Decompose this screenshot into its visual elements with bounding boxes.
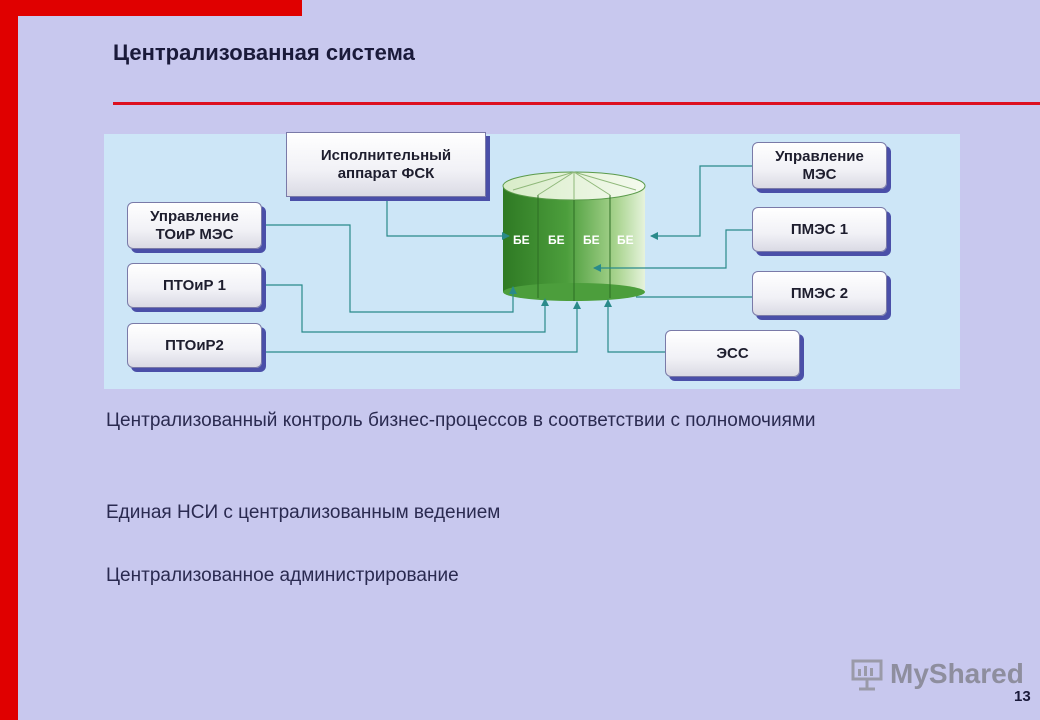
page-number: 13	[1014, 688, 1031, 705]
db-segment-label: БЕ	[583, 233, 600, 247]
node-toir-management[interactable]: Управление ТОиР МЭС	[127, 202, 262, 249]
node-mes-management[interactable]: Управление МЭС	[752, 142, 887, 189]
slide-title: Централизованная система	[113, 40, 415, 65]
node-label: ПМЭС 1	[790, 220, 849, 238]
node-label: ЭСС	[716, 344, 749, 362]
node-ptoir-2[interactable]: ПТОиР2	[127, 323, 262, 368]
node-label: Исполнительный аппарат ФСК	[320, 146, 452, 182]
node-label: ПТОиР 1	[163, 276, 226, 294]
node-label: ПТОиР2	[165, 336, 224, 354]
db-segment-label: БЕ	[548, 233, 565, 247]
myshared-logo: MyShared	[850, 656, 1024, 692]
left-red-bar	[0, 0, 18, 720]
node-ess[interactable]: ЭСС	[665, 330, 800, 377]
title-underline	[113, 102, 1040, 105]
db-segment-label: БЕ	[513, 233, 530, 247]
node-label: Управление МЭС	[775, 147, 864, 183]
node-ptoir-1[interactable]: ПТОиР 1	[127, 263, 262, 308]
bullet-text: Централизованный контроль бизнес-процесс…	[106, 410, 816, 431]
presentation-board-icon	[851, 659, 883, 691]
node-pmes-1[interactable]: ПМЭС 1	[752, 207, 887, 252]
logo-text: MyShared	[890, 658, 1024, 689]
bullet-text: Единая НСИ с централизованным ведением	[106, 502, 501, 523]
node-label: Управление ТОиР МЭС	[150, 207, 239, 243]
bullet-text: Централизованное администрирование	[106, 565, 459, 586]
node-pmes-2[interactable]: ПМЭС 2	[752, 271, 887, 316]
top-red-bar	[0, 0, 302, 16]
db-segment-label: БЕ	[617, 233, 634, 247]
node-label: ПМЭС 2	[790, 284, 849, 302]
node-fsk-executive-apparatus[interactable]: Исполнительный аппарат ФСК	[286, 132, 486, 197]
